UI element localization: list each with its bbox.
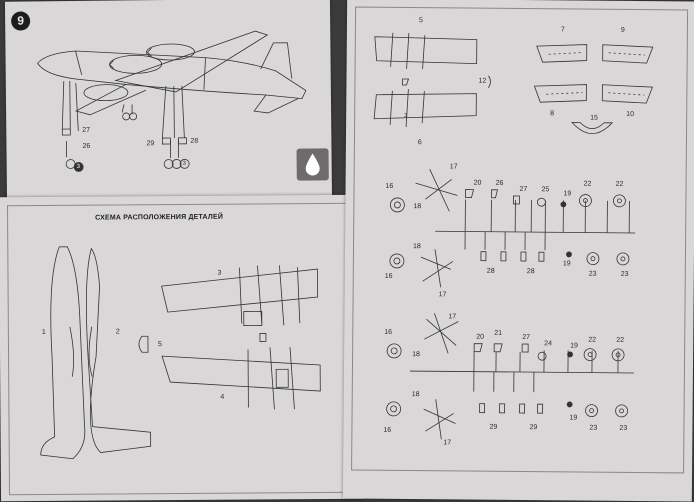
marker-label: 3 (76, 163, 81, 170)
part-label-12: 12 (478, 77, 487, 85)
part-label-28: 28 (526, 268, 535, 276)
scheme-drawing (40, 246, 321, 460)
part-label-20: 20 (476, 333, 485, 341)
part-label-22: 22 (588, 336, 597, 344)
part-label-5: 5 (157, 341, 162, 349)
part-label-22: 22 (616, 336, 625, 344)
part-label-9: 9 (620, 26, 625, 34)
part-label-19: 19 (562, 260, 571, 268)
part-label-29: 29 (489, 423, 498, 431)
part-label-17: 17 (449, 163, 458, 171)
part-label-15: 15 (590, 114, 598, 122)
part-label-22: 22 (615, 180, 624, 188)
part-label-19: 19 (569, 414, 578, 422)
part-label-23: 23 (620, 270, 629, 278)
part-label-22: 22 (583, 180, 592, 188)
marker-label: 3 (404, 112, 408, 120)
part-label-23: 23 (619, 424, 628, 432)
part-label-16: 16 (385, 182, 394, 190)
part-label-2: 2 (115, 328, 120, 336)
part-label-26: 26 (82, 142, 91, 150)
part-label-17: 17 (438, 291, 447, 299)
part-label-1: 1 (41, 328, 46, 336)
aircraft-assembly-drawing (37, 30, 307, 172)
part-label-24: 24 (544, 340, 553, 348)
part-label-29: 29 (529, 424, 538, 432)
part-label-19: 19 (570, 342, 578, 350)
part-label-28: 28 (190, 137, 199, 145)
glue-drop-icon (296, 148, 329, 181)
part-label-18: 18 (411, 391, 420, 399)
part-label-26: 26 (495, 179, 504, 187)
part-label-4: 4 (220, 393, 225, 401)
part-label-8: 8 (550, 110, 555, 118)
sprue-drawing (373, 32, 654, 440)
part-label-6: 6 (417, 139, 422, 147)
part-label-27: 27 (519, 185, 528, 194)
part-label-27: 27 (82, 126, 91, 134)
part-label-21: 21 (494, 329, 503, 337)
part-label-10: 10 (626, 110, 635, 118)
part-label-20: 20 (473, 179, 482, 187)
parts-scheme-sheet: СХЕМА РАСПОЛОЖЕНИЯ ДЕТАЛЕЙ 1 2 3 4 5 (0, 194, 365, 502)
part-label-3: 3 (217, 269, 222, 277)
part-label-28: 28 (486, 267, 495, 275)
part-label-27: 27 (522, 334, 531, 342)
marker-label: 3 (182, 160, 187, 167)
part-label-19: 19 (563, 190, 572, 198)
part-label-18: 18 (412, 243, 421, 251)
part-label-18: 18 (413, 203, 422, 211)
sprue-sheet: 5 6 7 9 8 10 12 15 3 16 16 17 17 18 18 2… (342, 0, 694, 502)
part-label-17: 17 (443, 439, 452, 447)
part-label-7: 7 (560, 26, 565, 34)
part-label-18: 18 (412, 351, 420, 359)
part-label-16: 16 (384, 328, 393, 336)
part-label-16: 16 (383, 426, 392, 434)
part-label-16: 16 (384, 272, 393, 280)
part-label-25: 25 (541, 186, 550, 194)
part-label-29: 29 (146, 140, 155, 148)
part-label-23: 23 (588, 270, 597, 278)
assembly-step-sheet: 9 (4, 0, 333, 206)
part-label-5: 5 (418, 17, 423, 25)
part-label-23: 23 (589, 424, 598, 432)
part-label-17: 17 (448, 313, 457, 321)
glue-drop-shape (305, 153, 320, 176)
